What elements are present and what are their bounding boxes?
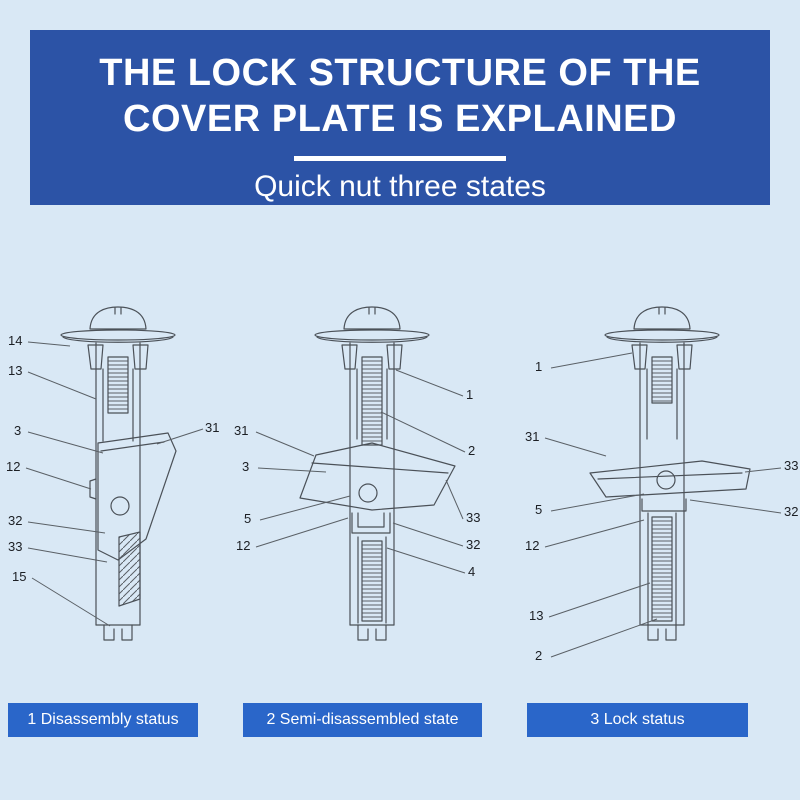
fig1-callout-32: 32	[8, 513, 23, 528]
fig1-callout-31: 31	[205, 420, 220, 435]
poster-title: THE LOCK STRUCTURE OF THE COVER PLATE IS…	[30, 50, 770, 143]
fig1-callout-15: 15	[12, 569, 27, 584]
status-label-semi-disassembled: 2 Semi-disassembled state	[266, 711, 459, 728]
fig2-callout-12: 12	[236, 538, 251, 553]
status-label-disassembly: 1 Disassembly status	[27, 711, 179, 728]
fig3-callout-12: 12	[525, 538, 540, 553]
status-label-lock: 3 Lock status	[590, 711, 685, 728]
fig3-callout-31: 31	[525, 429, 540, 444]
fig1-callout-3: 3	[14, 423, 22, 438]
figure-semi-disassembled-drawing	[299, 306, 456, 641]
fig3-callout-32: 32	[784, 504, 799, 519]
fig2-callout-32: 32	[466, 537, 481, 552]
fig2-callout-33: 33	[466, 510, 481, 525]
fig3-callout-2: 2	[535, 648, 543, 663]
banner: THE LOCK STRUCTURE OF THE COVER PLATE IS…	[30, 30, 770, 205]
figure-lock-drawing	[589, 306, 751, 641]
fig1-callout-12: 12	[6, 459, 21, 474]
title-line-1: THE LOCK STRUCTURE OF THE	[99, 52, 701, 94]
fig3-callout-1: 1	[535, 359, 543, 374]
status-bar-semi-disassembled: 2 Semi-disassembled state	[243, 703, 482, 737]
fig3-callout-5: 5	[535, 502, 543, 517]
status-bar-disassembly: 1 Disassembly status	[8, 703, 198, 737]
fig1-callout-13: 13	[8, 363, 23, 378]
fig2-callout-4: 4	[468, 564, 476, 579]
fig2-callout-31: 31	[234, 423, 249, 438]
fig3-callout-13: 13	[529, 608, 544, 623]
fig2-callout-3: 3	[242, 459, 250, 474]
status-bar-lock: 3 Lock status	[527, 703, 748, 737]
fig2-callout-5: 5	[244, 511, 252, 526]
fig1-callout-14: 14	[8, 333, 23, 348]
figure-disassembly-drawing	[60, 306, 177, 641]
fig1-callout-33: 33	[8, 539, 23, 554]
title-divider	[294, 155, 506, 161]
fig2-callout-1: 1	[466, 387, 474, 402]
subtitle: Quick nut three states	[254, 169, 546, 203]
fig2-callout-2: 2	[468, 443, 476, 458]
title-line-2: COVER PLATE IS EXPLAINED	[123, 98, 677, 141]
fig3-callout-33: 33	[784, 458, 799, 473]
